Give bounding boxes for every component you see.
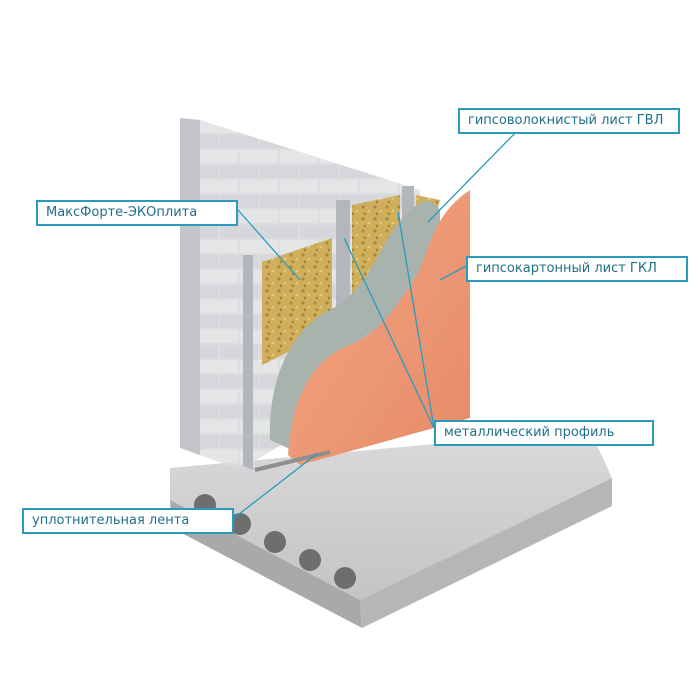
label-gypsum-fiber-sheet: гипсоволокнистый лист ГВЛ xyxy=(458,108,680,134)
label-sealing-tape: уплотнительная лента xyxy=(22,508,234,534)
sealing-tape xyxy=(254,450,331,472)
gypsum-board-sheet xyxy=(288,190,470,465)
label-metal-profile: металлический профиль xyxy=(434,420,654,446)
label-gypsum-board-sheet: гипсокартонный лист ГКЛ xyxy=(466,256,688,282)
label-insulation-ekoplita: МаксФорте-ЭКОплита xyxy=(36,200,238,226)
hollow-core-floor-slab xyxy=(170,430,612,628)
leader-lines xyxy=(233,127,521,519)
gypsum-fiber-sheet xyxy=(269,200,440,450)
